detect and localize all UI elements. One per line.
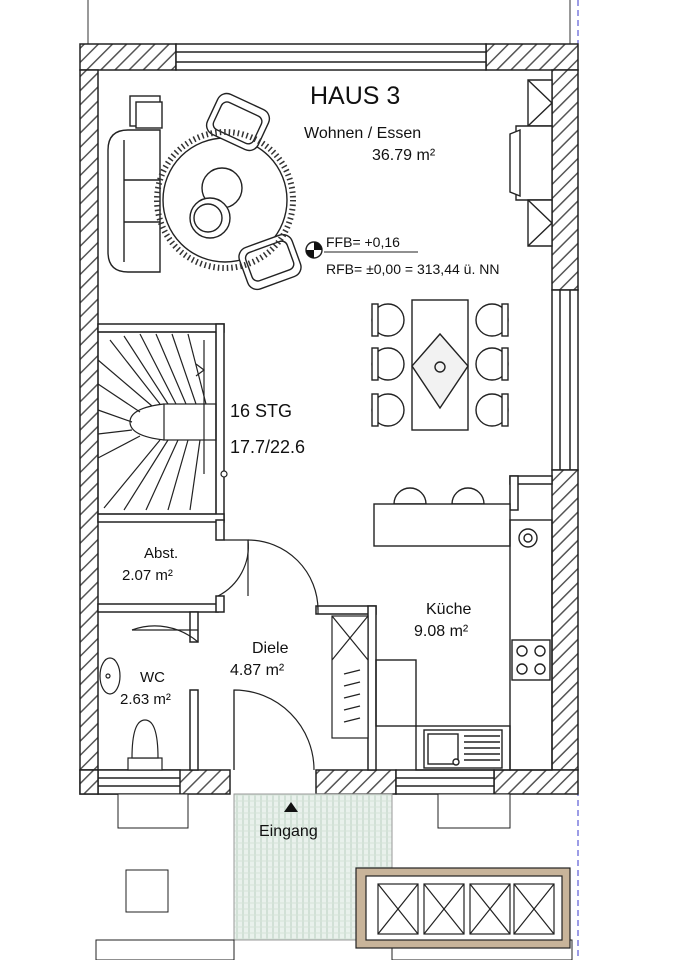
rug-fringe <box>154 129 296 271</box>
doors <box>131 539 319 771</box>
wc-room-area: 2.63 m² <box>120 691 171 708</box>
interior-walls <box>97 323 553 771</box>
kitchen-room-area: 9.08 m² <box>414 623 469 640</box>
storage-room-name: Abst. <box>144 545 178 562</box>
dining-table <box>371 299 509 431</box>
outdoor-elements <box>95 793 573 960</box>
staircase <box>97 331 228 515</box>
kitchen-counter <box>373 487 553 771</box>
house-title: HAUS 3 <box>310 82 400 110</box>
ffb-level-label: FFB= +0,16 <box>326 234 400 250</box>
entrance-label: Eingang <box>259 823 318 840</box>
rfb-level-label: RFB= ±0,00 = 313,44 ü. NN <box>326 261 499 277</box>
exterior-walls <box>79 43 579 795</box>
level-marker <box>305 241 418 259</box>
stair-ratio-label: 17.7/22.6 <box>230 437 305 457</box>
wc-fixtures <box>99 657 163 771</box>
living-room-name: Wohnen / Essen <box>304 125 421 142</box>
sofa-group <box>107 92 302 291</box>
sideboard <box>509 79 553 247</box>
planter-box <box>355 867 571 949</box>
storage-room-area: 2.07 m² <box>122 567 173 584</box>
hall-room-area: 4.87 m² <box>230 662 285 679</box>
kitchen-room-name: Küche <box>426 601 471 618</box>
hall-room-name: Diele <box>252 640 289 657</box>
stair-steps-label: 16 STG <box>230 401 292 421</box>
living-room-area: 36.79 m² <box>372 147 436 164</box>
wc-room-name: WC <box>140 669 165 686</box>
hall-wardrobe <box>331 615 369 739</box>
